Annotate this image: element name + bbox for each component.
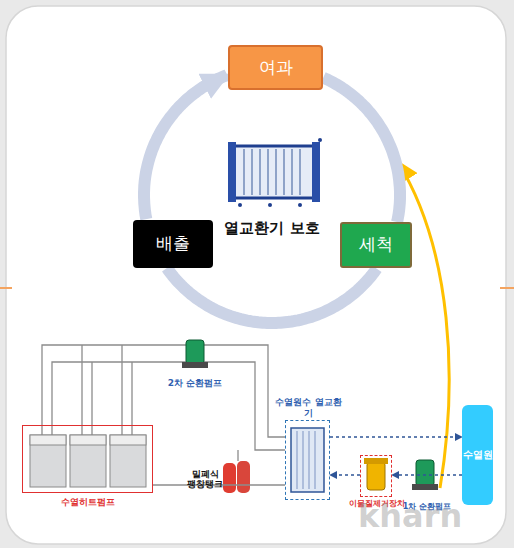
- plate-exchanger: [291, 428, 324, 492]
- step-box: 세척: [340, 222, 412, 268]
- cycle-arc: [144, 75, 227, 219]
- source-box: 수열원: [462, 405, 493, 505]
- divider-line: [0, 287, 12, 289]
- step-box: 배출: [133, 220, 213, 268]
- secondary-pump: [182, 340, 208, 368]
- pipe-network: [42, 345, 285, 461]
- pipe-connector: [392, 474, 462, 476]
- node-text: 세척: [359, 235, 393, 255]
- pipe-connector: [330, 436, 462, 438]
- expansion-tanks: [223, 461, 250, 493]
- node-text: 수열히트펌프: [23, 497, 152, 507]
- heat-pump-units: [30, 435, 146, 487]
- pump-label: 2차 순환펌프: [160, 378, 230, 388]
- node-text: 수열원: [463, 450, 493, 461]
- pipe-connector: [330, 474, 360, 476]
- exchanger-box: 수열원수 열교환기: [285, 420, 330, 500]
- strainer-box: 이물질제거장치: [360, 455, 392, 497]
- tank-label: 밀폐식 팽창탱크: [186, 469, 224, 490]
- node-text: 수열원수 열교환기: [272, 397, 345, 418]
- strainer: [364, 458, 388, 490]
- cycle-arc: [323, 78, 400, 222]
- panel: [6, 6, 506, 544]
- step-box: 여과: [228, 45, 323, 90]
- watermark: kharn: [358, 498, 498, 535]
- feedback-arrow: [398, 162, 449, 488]
- node-text: 여과: [259, 58, 293, 78]
- divider-line: [500, 287, 514, 289]
- equipment-group: 수열히트펌프: [22, 425, 153, 493]
- cycle-arc: [167, 268, 377, 323]
- caption-text: 열교환기 보호: [207, 220, 337, 237]
- node-text: 배출: [156, 234, 190, 254]
- heat-exchanger-icon: [228, 138, 322, 207]
